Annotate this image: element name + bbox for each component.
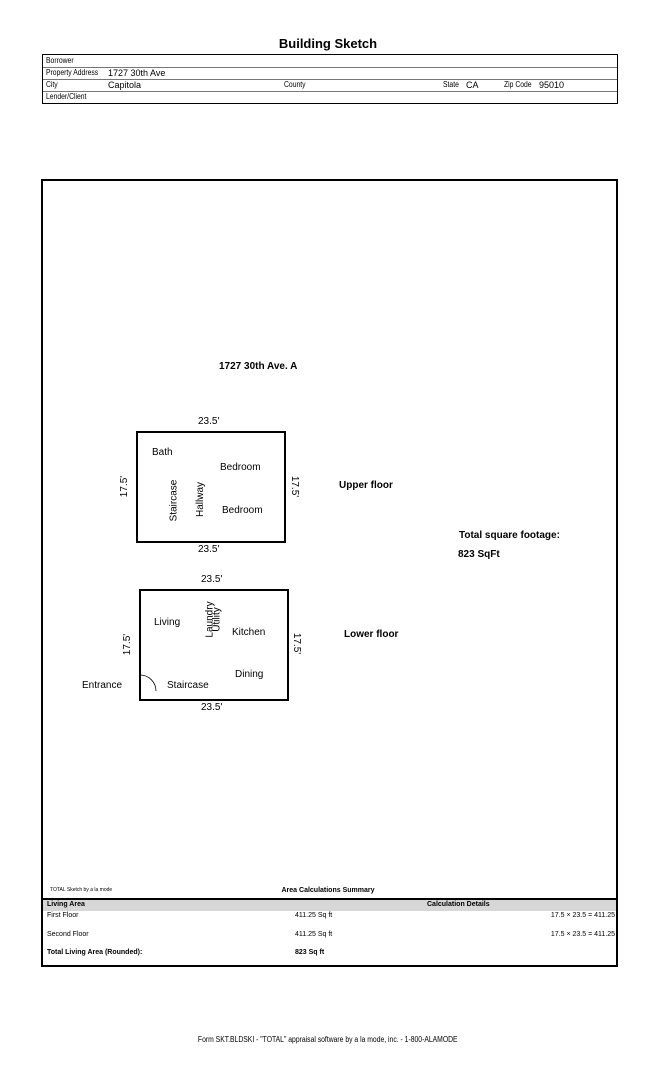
row-name: Second Floor xyxy=(47,931,89,938)
sketch-frame xyxy=(41,179,618,967)
lower-floor-outline xyxy=(139,589,289,701)
row-area: 411.25 Sq ft xyxy=(295,912,333,919)
row-area: 411.25 Sq ft xyxy=(295,931,333,938)
row-name: First Floor xyxy=(47,912,79,919)
header-table: Borrower Property Address 1727 30th Ave … xyxy=(42,54,618,104)
upper-room-staircase: Staircase xyxy=(168,479,180,522)
lower-right-dimension: 17.5' xyxy=(291,632,303,655)
table-row: Second Floor 411.25 Sq ft 17.5 × 23.5 = … xyxy=(43,930,616,942)
property-label: 1727 30th Ave. A xyxy=(219,361,298,372)
city-row: City Capitola County State CA Zip Code 9… xyxy=(43,79,617,92)
lender-label: Lender/Client xyxy=(46,92,87,101)
upper-room-hallway: Hallway xyxy=(195,481,207,518)
page-title: Building Sketch xyxy=(278,36,378,51)
lower-floor-label: Lower floor xyxy=(344,629,399,640)
address-value: 1727 30th Ave xyxy=(108,68,166,78)
door-swing-icon xyxy=(139,674,157,692)
table-row: First Floor 411.25 Sq ft 17.5 × 23.5 = 4… xyxy=(43,911,616,923)
lower-room-kitchen: Kitchen xyxy=(232,627,266,638)
summary-header: Living Area Calculation Details xyxy=(43,900,616,911)
upper-floor-outline xyxy=(136,431,286,543)
lower-bottom-dimension: 23.5' xyxy=(201,702,223,713)
upper-left-dimension: 17.5' xyxy=(119,475,131,498)
lower-room-dining: Dining xyxy=(235,669,264,680)
state-value: CA xyxy=(466,80,479,90)
summary-title: Area Calculations Summary xyxy=(281,887,375,894)
borrower-label: Borrower xyxy=(46,56,74,65)
upper-room-bedroom-2: Bedroom xyxy=(222,505,263,516)
total-row: Total Living Area (Rounded): 823 Sq ft xyxy=(43,948,616,960)
state-label: State xyxy=(443,80,459,89)
address-label: Property Address xyxy=(46,68,99,77)
upper-room-bedroom-1: Bedroom xyxy=(220,462,261,473)
form-footer: Form SKT.BLDSKI - "TOTAL" appraisal soft… xyxy=(0,1035,656,1044)
upper-top-dimension: 23.5' xyxy=(198,416,220,427)
address-row: Property Address 1727 30th Ave xyxy=(43,67,617,80)
sketch-credit: TOTAL Sketch by a la mode xyxy=(50,887,113,893)
zip-label: Zip Code xyxy=(504,80,532,89)
total-square-footage-label: Total square footage: xyxy=(459,530,560,541)
lower-room-staircase: Staircase xyxy=(167,680,209,691)
area-summary-table: Living Area Calculation Details First Fl… xyxy=(43,898,616,965)
total-area: 823 Sq ft xyxy=(295,949,325,956)
total-name: Total Living Area (Rounded): xyxy=(47,949,143,956)
row-calc: 17.5 × 23.5 = 411.25 xyxy=(550,912,615,919)
city-label: City xyxy=(46,80,58,89)
city-value: Capitola xyxy=(108,80,142,90)
col-living-area: Living Area xyxy=(47,901,85,908)
upper-floor-label: Upper floor xyxy=(339,480,393,491)
lender-row: Lender/Client xyxy=(43,91,617,103)
upper-bottom-dimension: 23.5' xyxy=(198,544,220,555)
row-calc: 17.5 × 23.5 = 411.25 xyxy=(550,931,615,938)
total-square-footage-value: 823 SqFt xyxy=(458,549,500,560)
upper-room-bath: Bath xyxy=(152,447,173,458)
zip-value: 95010 xyxy=(539,80,565,90)
lower-room-utility: Utility xyxy=(211,607,223,632)
lower-left-dimension: 17.5' xyxy=(122,633,134,656)
lower-room-living: Living xyxy=(154,617,181,628)
borrower-row: Borrower xyxy=(43,55,617,68)
footer-text: Form SKT.BLDSKI - "TOTAL" appraisal soft… xyxy=(198,1035,458,1044)
entrance-label: Entrance xyxy=(82,680,123,691)
lower-top-dimension: 23.5' xyxy=(201,574,223,585)
upper-right-dimension: 17.5' xyxy=(289,475,301,498)
col-calculation-details: Calculation Details xyxy=(427,901,490,908)
county-label: County xyxy=(284,80,306,89)
